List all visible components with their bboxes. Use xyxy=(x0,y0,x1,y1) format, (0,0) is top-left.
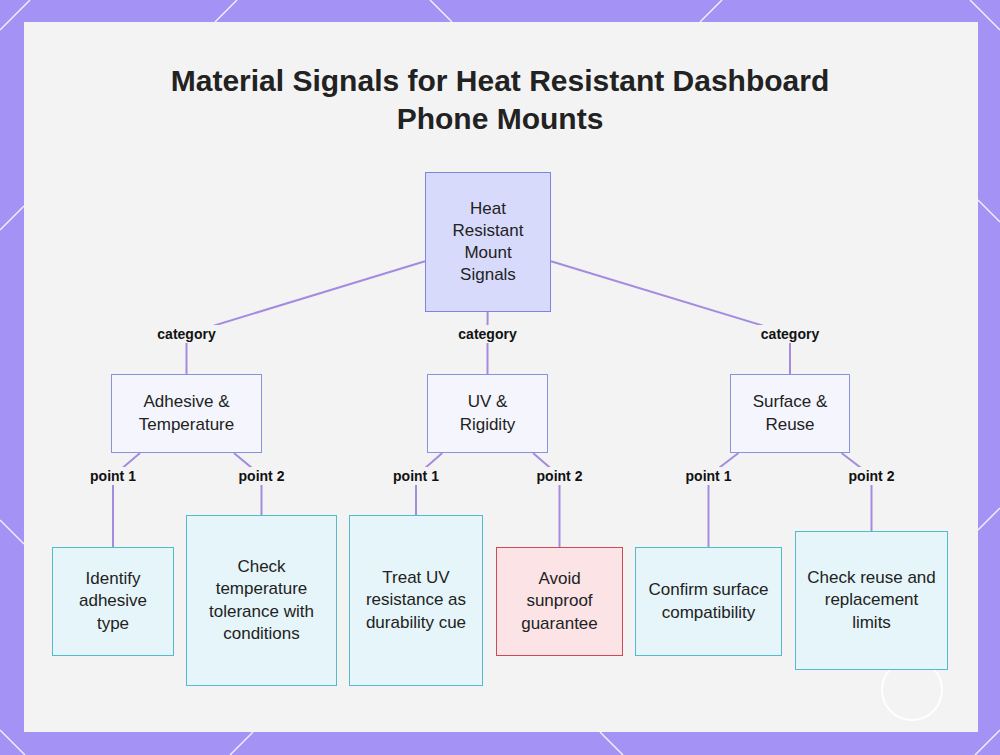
corner-line xyxy=(0,730,25,755)
corner-line xyxy=(230,732,253,755)
point-box: Treat UV resistance as durability cue xyxy=(349,515,483,686)
connector xyxy=(487,312,489,374)
node-text: Identify adhesive type xyxy=(63,568,163,634)
node-text: Confirm surface compatibility xyxy=(646,579,771,623)
warning-box: Avoid sunproof guarantee xyxy=(496,547,623,656)
corner-line xyxy=(978,508,1000,530)
node-text: Adhesive & Temperature xyxy=(122,391,251,435)
diagram-title: Material Signals for Heat Resistant Dash… xyxy=(150,62,850,138)
point-box: Check temperature tolerance with conditi… xyxy=(186,515,337,686)
node-text: Heat Resistant Mount Signals xyxy=(436,198,540,286)
corner-line xyxy=(215,0,237,22)
corner-line xyxy=(0,520,24,544)
category-box: Surface & Reuse xyxy=(730,374,850,453)
edge-label: point 1 xyxy=(86,467,140,485)
corner-line xyxy=(978,200,1000,222)
edge-label: category xyxy=(153,325,219,343)
corner-line xyxy=(975,730,1000,755)
corner-line xyxy=(600,732,623,755)
connector xyxy=(842,453,872,531)
node-text: Avoid sunproof guarantee xyxy=(507,568,612,634)
connector xyxy=(551,261,790,374)
node-text: UV & Rigidity xyxy=(438,391,537,435)
node-text: Check reuse and replacement limits xyxy=(806,567,937,633)
edge-label: point 1 xyxy=(389,467,443,485)
edge-label: point 1 xyxy=(682,467,736,485)
edge-label: category xyxy=(454,325,520,343)
point-box: Confirm surface compatibility xyxy=(635,547,782,656)
corner-line xyxy=(430,0,452,22)
corner-line xyxy=(700,0,722,22)
edge-label: point 2 xyxy=(235,467,289,485)
edge-label: point 2 xyxy=(845,467,899,485)
category-box: Adhesive & Temperature xyxy=(111,374,262,453)
node-text: Treat UV resistance as durability cue xyxy=(360,567,472,633)
edge-label: point 2 xyxy=(533,467,587,485)
node-text: Check temperature tolerance with conditi… xyxy=(197,556,326,644)
node-text: Surface & Reuse xyxy=(741,391,839,435)
connector xyxy=(187,261,426,374)
root-box: Heat Resistant Mount Signals xyxy=(425,172,551,312)
point-box: Check reuse and replacement limits xyxy=(795,531,948,670)
corner-line xyxy=(0,206,24,230)
edge-label: category xyxy=(757,325,823,343)
content-panel xyxy=(24,22,978,732)
category-box: UV & Rigidity xyxy=(427,374,548,453)
point-box: Identify adhesive type xyxy=(52,547,174,656)
